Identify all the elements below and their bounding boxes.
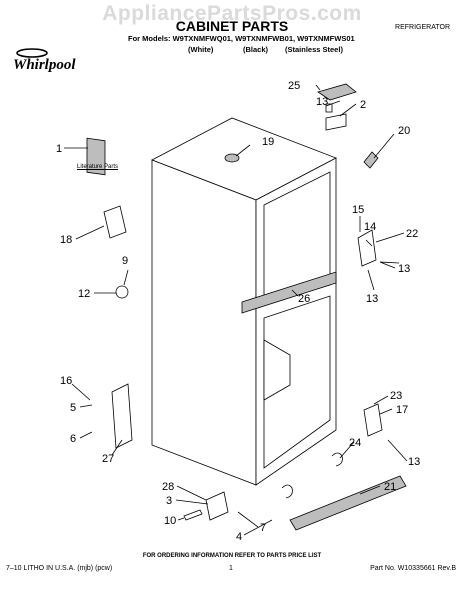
callout-13-bottom: 13 [408, 456, 420, 468]
color-stainless: (Stainless Steel) [285, 45, 343, 54]
callout-23: 23 [390, 390, 402, 402]
screw [183, 509, 203, 521]
page-number: 1 [229, 565, 233, 572]
liner-detail [263, 339, 291, 401]
callout-18: 18 [60, 234, 72, 246]
cabinet [151, 117, 337, 486]
callout-21: 21 [384, 481, 396, 493]
ordering-info: FOR ORDERING INFORMATION REFER TO PARTS … [142, 553, 322, 559]
part-number: Part No. W10335661 Rev.B [370, 565, 456, 572]
callout-16: 16 [60, 375, 72, 387]
category-label: REFRIGERATOR [395, 24, 450, 31]
whirlpool-logo: Whirlpool [13, 48, 76, 73]
literature-parts-label: Literature Parts [77, 164, 119, 170]
callout-10: 10 [164, 515, 176, 527]
callout-13-top: 13 [316, 96, 328, 108]
center-hinge [357, 229, 377, 267]
callout-14: 14 [364, 221, 376, 233]
callout-26: 26 [298, 293, 310, 305]
callout-1: 1 [56, 143, 62, 155]
cabinet-left-side [151, 159, 257, 486]
litho-info: 7–10 LITHO IN U.S.A. (mjb) (pcw) [6, 565, 113, 572]
callout-12: 12 [78, 288, 90, 300]
callout-15: 15 [352, 204, 364, 216]
callout-5: 5 [70, 402, 76, 414]
door-stop [331, 452, 343, 467]
models-label: For Models: W9TXNMFWQ01, W9TXNMFWB01, W9… [128, 34, 355, 43]
top-hinge [325, 113, 347, 131]
callout-9: 9 [122, 255, 128, 267]
color-white: (White) [188, 45, 214, 54]
page-title: CABINET PARTS [175, 18, 289, 34]
brand-text: Whirlpool [13, 57, 76, 73]
callout-7: 7 [260, 522, 266, 534]
callout-3: 3 [166, 495, 172, 507]
bottom-hinge-bracket [205, 491, 229, 521]
bottom-hinge [363, 403, 383, 437]
callout-2: 2 [360, 99, 366, 111]
hinge-screw [325, 103, 333, 113]
cabinet-bracket [111, 383, 133, 449]
leader-lines [64, 84, 408, 536]
water-valve-clip [115, 285, 129, 299]
fresh-food-opening [263, 295, 331, 469]
door-stop-lower [281, 484, 293, 499]
color-black: (Black) [243, 45, 269, 54]
logo-swoosh-icon [16, 48, 48, 58]
callout-24: 24 [349, 437, 361, 449]
leveling-leg-assembly [103, 205, 127, 239]
toe-grille [289, 475, 407, 531]
hinge-pin-cover [363, 151, 379, 169]
callout-13-right: 13 [398, 263, 410, 275]
callout-4: 4 [236, 531, 242, 543]
top-hinge-cover [317, 83, 357, 101]
callout-22: 22 [406, 228, 418, 240]
watermark: AppliancePartsPros.com [102, 2, 362, 25]
callout-19: 19 [262, 136, 274, 148]
callout-25: 25 [288, 80, 300, 92]
mullion-divider [241, 271, 337, 314]
callout-13-center: 13 [366, 293, 378, 305]
literature-parts [86, 137, 106, 176]
hinge-hole-plug [224, 153, 240, 163]
callout-17: 17 [396, 404, 408, 416]
callout-6: 6 [70, 433, 76, 445]
callout-28: 28 [162, 481, 174, 493]
callout-27: 27 [102, 453, 114, 465]
callout-20: 20 [398, 125, 410, 137]
